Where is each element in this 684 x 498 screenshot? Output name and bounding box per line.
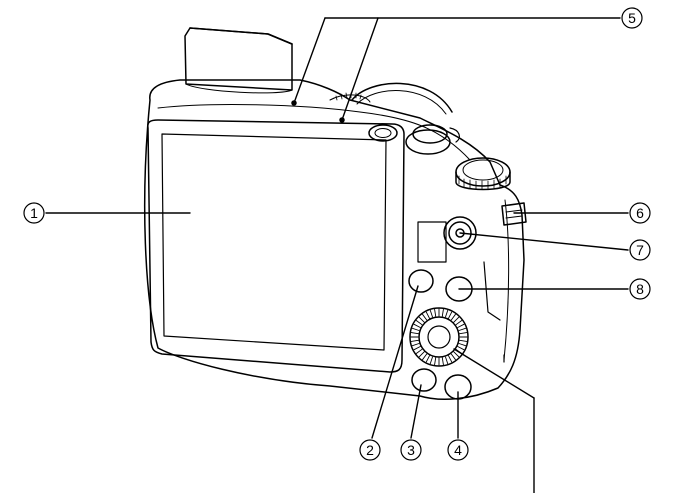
wheel-tick: [455, 320, 463, 326]
callout-7: 7: [629, 239, 651, 261]
callout-1-label: 1: [30, 205, 38, 221]
wheel-tick: [434, 357, 437, 366]
lcd-monitor: [147, 119, 405, 373]
wheel-tick: [441, 308, 444, 317]
wheel-tick: [418, 316, 425, 323]
wheel-tick: [448, 311, 453, 319]
wheel-tick: [429, 356, 433, 365]
callout-3-label: 3: [407, 442, 415, 458]
wheel-tick: [410, 332, 419, 335]
zoom-ring: [351, 82, 453, 113]
movie-record-button: [443, 216, 477, 250]
wheel-tick: [450, 313, 456, 321]
wheel-tick: [450, 353, 456, 361]
callout-1: 1: [23, 202, 45, 224]
button-2: [408, 269, 434, 293]
strap-eyelet: [501, 202, 527, 226]
button-3: [411, 368, 437, 392]
wheel-tick: [425, 311, 430, 319]
wheel-tick: [410, 339, 419, 342]
wheel-tick: [425, 355, 430, 363]
camera-body: [143, 79, 525, 400]
thumb-panel: [417, 221, 447, 263]
callout-6-label: 6: [636, 205, 644, 221]
callout-8: 8: [629, 278, 651, 300]
wheel-tick: [411, 343, 420, 347]
popup-flash: [184, 27, 293, 94]
callout-3: 3: [400, 439, 422, 461]
callout-2-label: 2: [366, 442, 374, 458]
wheel-tick: [445, 356, 449, 365]
leader-3: [410, 384, 422, 439]
callout-2: 2: [359, 439, 381, 461]
wheel-tick: [448, 355, 453, 363]
top-button: [368, 124, 398, 142]
wheel-tick: [458, 327, 467, 331]
wheel-tick: [418, 351, 425, 358]
callout-8-label: 8: [636, 281, 644, 297]
wheel-tick: [459, 332, 468, 335]
callout-4-label: 4: [454, 442, 462, 458]
wheel-tick: [413, 323, 421, 328]
leader-7: [459, 232, 629, 251]
wheel-tick: [429, 309, 433, 318]
leader-wheel: [453, 348, 535, 399]
wheel-tick: [453, 316, 460, 323]
wheel-tick: [422, 313, 428, 321]
wheel-tick: [457, 346, 465, 351]
wheel-tick: [459, 339, 468, 342]
callout-6: 6: [629, 202, 651, 224]
control-wheel: [409, 307, 469, 367]
wheel-tick: [453, 351, 460, 358]
mode-dial: [455, 157, 511, 191]
wheel-tick: [411, 327, 420, 331]
shutter-button: [405, 124, 460, 155]
callout-4: 4: [447, 439, 469, 461]
wheel-tick: [415, 320, 423, 326]
callout-5-label: 5: [628, 10, 636, 26]
wheel-tick: [413, 346, 421, 351]
leader-2: [371, 285, 419, 439]
callout-5: 5: [621, 7, 643, 29]
wheel-tick: [422, 353, 428, 361]
wheel-tick: [445, 309, 449, 318]
callout-7-label: 7: [636, 242, 644, 258]
leader-5b: [341, 17, 379, 121]
wheel-tick: [415, 348, 423, 354]
wheel-tick: [434, 308, 437, 317]
leader-5a: [293, 17, 326, 104]
wheel-tick: [457, 323, 465, 328]
wheel-tick: [458, 343, 467, 347]
wheel-tick: [441, 357, 444, 366]
